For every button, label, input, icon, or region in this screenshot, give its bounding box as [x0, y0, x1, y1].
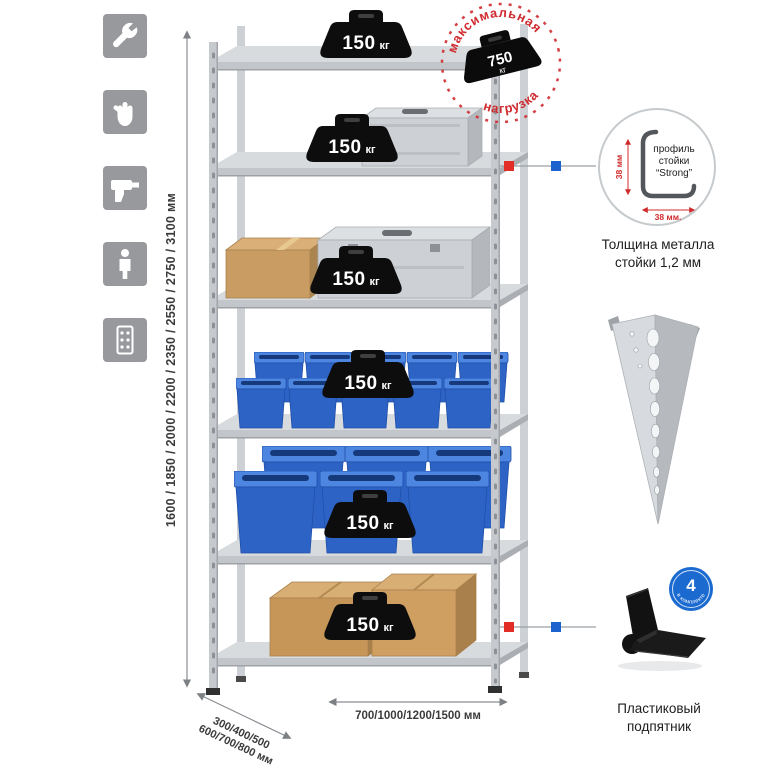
rack-feet: [206, 672, 529, 695]
weight-value: 150: [342, 33, 376, 54]
height-dimension-label: 1600 / 1850 / 2000 / 2200 / 2350 / 2550 …: [164, 192, 178, 528]
quantity-badge: 4 в комплекте: [669, 567, 713, 611]
marker-red-square-top: [504, 161, 514, 171]
feature-icon-wrench: [103, 14, 147, 58]
stamp-weight-icon: [464, 30, 542, 84]
stamp-burst-ring: [440, 2, 562, 124]
foot-caption-line1: Пластиковый: [617, 701, 701, 716]
angle-profile-outline: [640, 129, 697, 199]
dimension-lines: [182, 30, 508, 739]
stamp-bottom-text: нагрузка: [479, 85, 544, 122]
profile-label-2: стойки: [659, 156, 690, 167]
max-load-stamp: максимальная нагрузка 750 кг: [436, 0, 562, 124]
marker-blue-square-bottom: [551, 622, 561, 632]
plastic-foot-image: [618, 588, 706, 671]
feature-icon-drill: [103, 166, 147, 210]
profile-caption-line1: Толщина металла: [601, 237, 715, 252]
front-posts: [209, 38, 500, 690]
person-icon: [119, 249, 131, 279]
profile-detail-circle: 38 мм 38 мм. профиль стойки “Strong”: [598, 108, 716, 226]
work-gloves-icon: [113, 102, 133, 126]
marker-red-square-bottom: [504, 622, 514, 632]
callout-connectors: [500, 161, 596, 632]
post-holes: [629, 328, 660, 495]
weight-unit: кг: [379, 40, 390, 52]
wrench-icon: [113, 22, 138, 48]
drill-icon: [111, 180, 139, 202]
depth-dimension-line: [196, 693, 292, 739]
rack-panel-icon: [116, 325, 134, 355]
width-dimension-label: 700/1000/1200/1500 мм: [355, 710, 481, 722]
feature-icon-person: [103, 242, 147, 286]
svg-text:нагрузка: нагрузка: [479, 85, 544, 122]
feature-icon-gloves: [103, 90, 147, 134]
profile-diagram: 38 мм 38 мм. профиль стойки “Strong”: [614, 129, 697, 222]
foot-caption: Пластиковый подпятник: [584, 700, 734, 736]
stamp-unit: кг: [498, 64, 507, 75]
back-posts: [237, 24, 528, 678]
perforated-post-image: [608, 314, 700, 525]
badge-number: 4: [686, 576, 696, 595]
profile-label-1: профиль: [653, 143, 694, 155]
profile-dim-vertical: 38 мм: [614, 155, 624, 179]
stamp-value: 750: [486, 48, 514, 71]
foot-caption-line2: подпятник: [626, 719, 692, 735]
profile-label-3: “Strong”: [656, 168, 692, 179]
profile-caption-line2: стойки 1,2 мм: [614, 255, 702, 271]
feature-icon-rack: [103, 318, 147, 362]
weight-icon: [320, 10, 412, 58]
profile-caption: Толщина металла стойки 1,2 мм: [580, 236, 736, 272]
marker-blue-square-top: [551, 161, 561, 171]
profile-dim-horizontal: 38 мм.: [655, 212, 682, 222]
